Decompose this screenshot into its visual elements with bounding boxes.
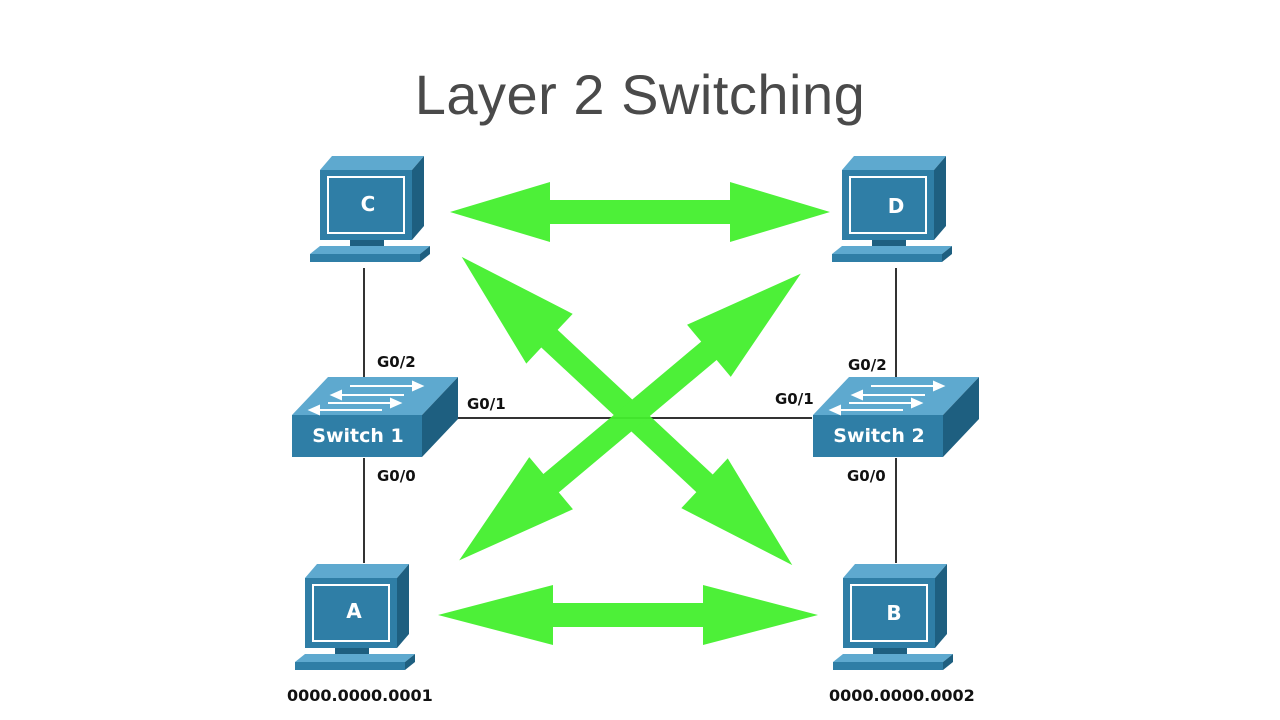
pc-c: C: [309, 155, 431, 263]
pc-c-label: C: [361, 192, 376, 216]
pc-b: B: [832, 563, 954, 671]
pc-a: A: [294, 563, 416, 671]
slide-title: Layer 2 Switching: [414, 63, 866, 126]
pc-a-label: A: [346, 599, 362, 623]
traffic-arrows: [438, 182, 830, 645]
sw2-port-g00: G0/0: [847, 467, 886, 485]
switch-2: Switch 2: [812, 376, 980, 458]
pc-d-label: D: [888, 194, 905, 218]
switch-1-label: Switch 1: [312, 425, 403, 447]
sw2-port-g02: G0/2: [848, 356, 887, 374]
sw1-port-g00: G0/0: [377, 467, 416, 485]
arrow-c-d: [450, 182, 830, 242]
host-b-mac: 0000.0000.0002: [829, 686, 975, 705]
switch-2-label: Switch 2: [833, 425, 924, 447]
switch-1: Switch 1: [291, 376, 459, 458]
cables: [363, 268, 897, 563]
pc-d: D: [831, 155, 953, 263]
sw1-port-g02: G0/2: [377, 353, 416, 371]
sw1-port-g01: G0/1: [467, 395, 506, 413]
pc-b-label: B: [886, 601, 901, 625]
arrow-a-d: [459, 273, 801, 561]
host-a-mac: 0000.0000.0001: [287, 686, 433, 705]
sw2-port-g01: G0/1: [775, 390, 814, 408]
arrow-a-b: [438, 585, 818, 645]
